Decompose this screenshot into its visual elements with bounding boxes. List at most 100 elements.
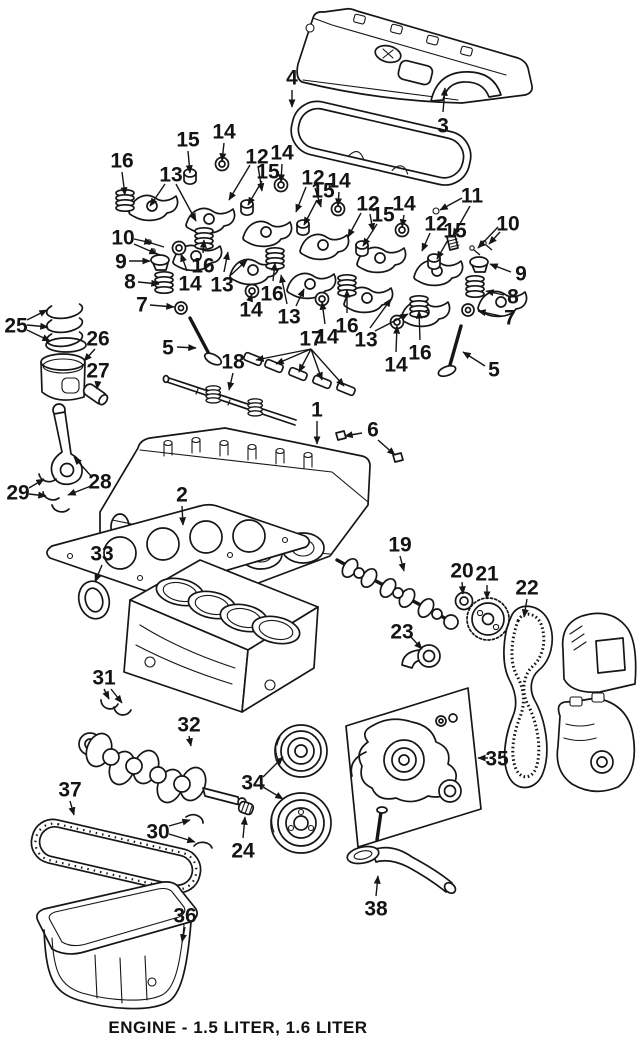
leader-line-29 bbox=[28, 478, 45, 489]
crank-key bbox=[237, 800, 255, 816]
leader-line-2 bbox=[179, 505, 187, 526]
callout-25: 25 bbox=[4, 315, 28, 338]
leader-line-32 bbox=[186, 735, 193, 747]
callout-5: 5 bbox=[488, 359, 500, 382]
camshaft bbox=[335, 557, 459, 630]
callout-17: 17 bbox=[299, 328, 322, 351]
callout-12: 12 bbox=[424, 213, 447, 236]
leader-line-31 bbox=[102, 688, 110, 700]
callout-3: 3 bbox=[437, 115, 449, 138]
leader-line-13 bbox=[175, 183, 197, 222]
leader-line-10 bbox=[133, 243, 158, 255]
leader-line-16 bbox=[270, 262, 278, 282]
callout-23: 23 bbox=[390, 621, 413, 644]
leader-line-12 bbox=[368, 213, 376, 232]
leader-line-15 bbox=[185, 150, 193, 174]
crank-pulley-lower bbox=[270, 792, 332, 854]
belt-tensioner bbox=[401, 644, 441, 669]
rocker-shaft bbox=[162, 374, 297, 426]
cam-sprocket bbox=[466, 597, 510, 641]
leader-line-17 bbox=[298, 348, 312, 373]
leader-line-16 bbox=[199, 239, 207, 254]
cover-arch bbox=[430, 71, 502, 102]
callout-31: 31 bbox=[92, 667, 116, 690]
callout-13: 13 bbox=[210, 274, 233, 297]
leader-line-3 bbox=[440, 87, 448, 113]
leader-line-38 bbox=[373, 875, 381, 897]
callout-6: 6 bbox=[367, 419, 379, 442]
callout-9: 9 bbox=[515, 263, 527, 286]
callout-28: 28 bbox=[88, 471, 112, 494]
leader-line-12 bbox=[347, 212, 362, 238]
callout-12: 12 bbox=[245, 146, 268, 169]
callout-16: 16 bbox=[335, 315, 358, 338]
callout-29: 29 bbox=[6, 482, 29, 505]
leader-line-31 bbox=[110, 688, 123, 704]
callout-7: 7 bbox=[136, 294, 148, 317]
callout-14: 14 bbox=[392, 193, 416, 216]
callout-16: 16 bbox=[408, 342, 431, 365]
callout-18: 18 bbox=[221, 351, 245, 374]
piston bbox=[40, 353, 86, 401]
callout-20: 20 bbox=[450, 560, 473, 583]
callout-35: 35 bbox=[485, 748, 509, 771]
leader-line-14 bbox=[399, 214, 407, 228]
callout-34: 34 bbox=[241, 772, 265, 795]
crank-seal bbox=[77, 580, 111, 620]
leader-line-25 bbox=[26, 322, 49, 330]
leader-line-28 bbox=[73, 456, 92, 477]
leader-line-17 bbox=[275, 348, 312, 365]
callout-16: 16 bbox=[260, 283, 283, 306]
intake-valve-stem bbox=[188, 316, 211, 356]
leader-line-9 bbox=[489, 263, 512, 273]
callout-36: 36 bbox=[173, 905, 196, 928]
callout-26: 26 bbox=[86, 328, 109, 351]
callout-13: 13 bbox=[277, 306, 300, 329]
leader-line-14 bbox=[335, 191, 343, 207]
leader-line-16 bbox=[415, 310, 423, 341]
leader-line-14 bbox=[219, 142, 227, 162]
leader-line-15 bbox=[247, 180, 263, 206]
callout-1: 1 bbox=[311, 399, 323, 422]
leader-line-13 bbox=[230, 259, 248, 276]
main-bearings bbox=[100, 699, 132, 716]
callout-14: 14 bbox=[239, 299, 263, 322]
leader-line-13 bbox=[223, 251, 230, 273]
leader-line-25 bbox=[26, 309, 48, 321]
callout-37: 37 bbox=[58, 779, 81, 802]
leader-line-12 bbox=[295, 186, 307, 213]
callout-16: 16 bbox=[110, 150, 133, 173]
callout-7: 7 bbox=[504, 307, 516, 330]
leader-line-17 bbox=[310, 348, 345, 387]
oil-pump-kit bbox=[345, 687, 482, 848]
leader-line-30 bbox=[168, 818, 191, 827]
callout-9: 9 bbox=[115, 251, 127, 274]
crankshaft bbox=[78, 732, 247, 807]
oil-pickup bbox=[346, 806, 457, 895]
callout-15: 15 bbox=[311, 180, 335, 203]
leader-line-26 bbox=[83, 348, 96, 362]
callout-30: 30 bbox=[146, 821, 169, 844]
callout-14: 14 bbox=[270, 142, 294, 165]
leader-line-11 bbox=[439, 197, 463, 211]
leader-line-13 bbox=[149, 183, 166, 207]
cam-seal bbox=[454, 591, 474, 611]
leader-line-12 bbox=[257, 165, 265, 192]
callout-27: 27 bbox=[86, 360, 109, 383]
oil-pan bbox=[36, 881, 198, 1010]
engine-block bbox=[123, 559, 319, 713]
callout-15: 15 bbox=[371, 204, 395, 227]
leader-line-14 bbox=[319, 301, 327, 325]
leader-line-5 bbox=[176, 344, 197, 352]
callout-5: 5 bbox=[162, 337, 174, 360]
leader-line-10 bbox=[133, 237, 153, 245]
leader-line-14 bbox=[393, 325, 401, 353]
leader-line-30 bbox=[168, 833, 196, 844]
leader-line-34 bbox=[262, 786, 284, 800]
exhaust-valve-stem bbox=[448, 324, 463, 367]
leader-line-12 bbox=[421, 232, 431, 252]
leader-line-13 bbox=[295, 288, 305, 307]
leader-line-12 bbox=[228, 164, 251, 201]
